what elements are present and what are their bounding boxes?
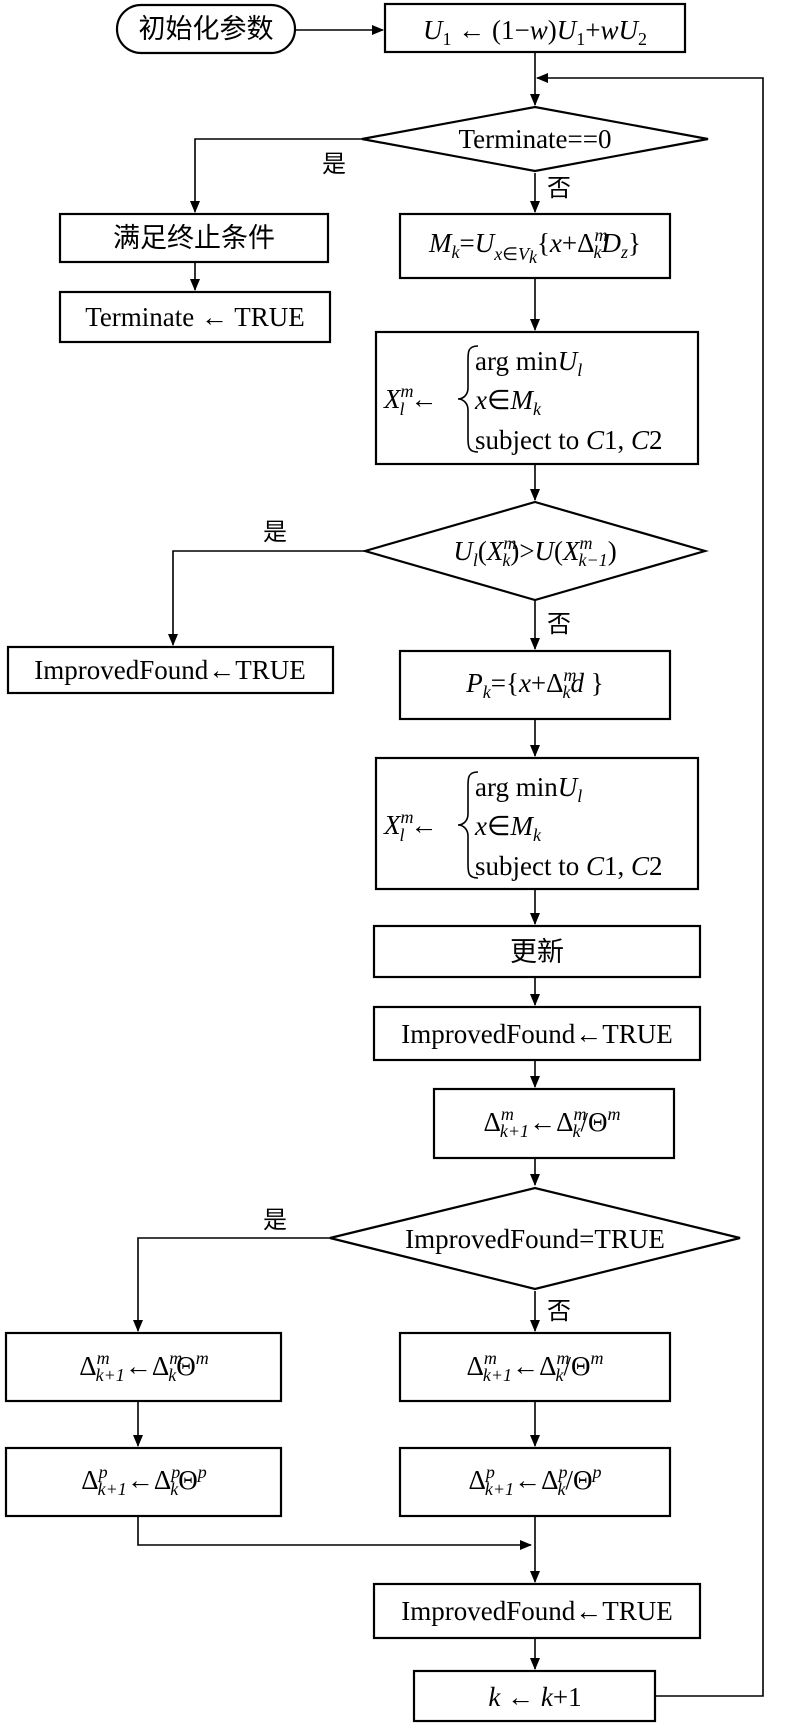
search-step-line2: x∈Mk (474, 385, 542, 419)
label-yes-terminate: 是 (322, 150, 346, 178)
node-weighted-objective: U1 ← (1−w)U1+wU2 (383, 2, 687, 54)
improved-found-3-label: ImprovedFound←TRUE (401, 1596, 672, 1626)
improved-found-1-label: ImprovedFound←TRUE (34, 655, 305, 685)
node-meets-stop: 满足终止条件 (58, 212, 330, 264)
search-step-line3: subject to C1, C2 (475, 425, 663, 455)
node-update: 更新 (372, 924, 702, 979)
label-yes-improve: 是 (263, 518, 287, 546)
improved-found-2-label: ImprovedFound←TRUE (401, 1019, 672, 1049)
label-no-terminate: 否 (547, 174, 571, 202)
poll-step-line3: subject to C1, C2 (475, 851, 663, 881)
arrow-improve-yes (168, 550, 365, 646)
label-no-improve: 否 (547, 610, 571, 638)
decision-terminate: Terminate==0 (361, 105, 709, 173)
terminate-condition: Terminate==0 (458, 124, 611, 154)
decision-improved-found: ImprovedFound=TRUE (329, 1186, 741, 1291)
arrow-found-yes (133, 1237, 330, 1332)
increment-k-formula: k ← k+1 (488, 1682, 581, 1712)
node-init: 初始化参数 (115, 3, 297, 55)
weighted-objective-formula: U1 ← (1−w)U1+wU2 (423, 15, 647, 49)
node-improved-found-1: ImprovedFound←TRUE (6, 645, 335, 695)
update-label: 更新 (510, 937, 564, 968)
arrow-expand-merge (137, 1516, 532, 1550)
poll-step-brace (457, 771, 479, 879)
init-label: 初始化参数 (139, 14, 274, 45)
label-yes-found: 是 (263, 1206, 287, 1234)
node-improved-found-2: ImprovedFound←TRUE (372, 1005, 702, 1062)
poll-step-line2: x∈Mk (474, 811, 542, 845)
terminate-true-label: Terminate ← TRUE (85, 302, 305, 332)
meets-stop-label: 满足终止条件 (113, 223, 275, 254)
node-terminate-true: Terminate ← TRUE (58, 290, 332, 344)
arrow-terminate-yes (190, 138, 362, 213)
label-no-found: 否 (547, 1297, 571, 1325)
search-step-brace (457, 345, 479, 453)
node-improved-found-3: ImprovedFound←TRUE (372, 1582, 702, 1640)
improved-found-condition: ImprovedFound=TRUE (405, 1224, 665, 1254)
poll-step-line1: arg minUl (475, 772, 582, 806)
node-increment-k: k ← k+1 (412, 1669, 657, 1723)
arrow-loop-back (536, 73, 764, 1697)
connectors (133, 25, 764, 1697)
search-step-line1: arg minUl (475, 346, 582, 380)
